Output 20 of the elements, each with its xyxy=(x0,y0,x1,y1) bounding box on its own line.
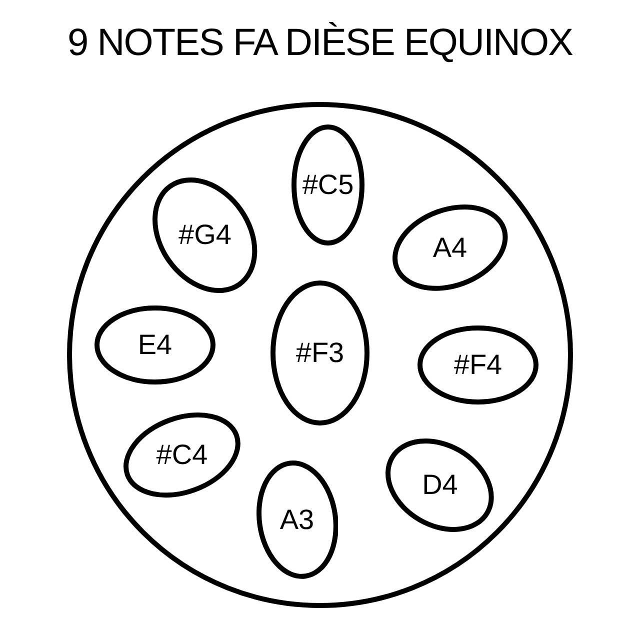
note-label: #G4 xyxy=(178,220,232,249)
note-label: E4 xyxy=(138,331,172,359)
note-label: #F4 xyxy=(454,351,502,379)
note-label: #F3 xyxy=(296,339,344,367)
tone-field-oval xyxy=(385,438,495,532)
note-label: #C5 xyxy=(302,171,354,199)
tone-field-oval xyxy=(94,305,216,385)
title: 9 NOTES FA DIÈSE EQUINOX xyxy=(66,24,574,62)
tone-field-oval xyxy=(123,412,241,498)
note-label: A4 xyxy=(432,234,468,262)
drum-outline xyxy=(67,102,573,608)
tone-field-oval xyxy=(270,280,370,426)
tone-field-oval xyxy=(152,176,258,294)
note-label: #C4 xyxy=(156,440,208,469)
note-label: A3 xyxy=(280,506,314,534)
tone-field-oval xyxy=(417,325,539,405)
tone-field-oval xyxy=(256,460,338,580)
tone-field-oval xyxy=(392,204,508,292)
note-label: D4 xyxy=(422,470,458,499)
tone-field-oval xyxy=(291,124,365,246)
